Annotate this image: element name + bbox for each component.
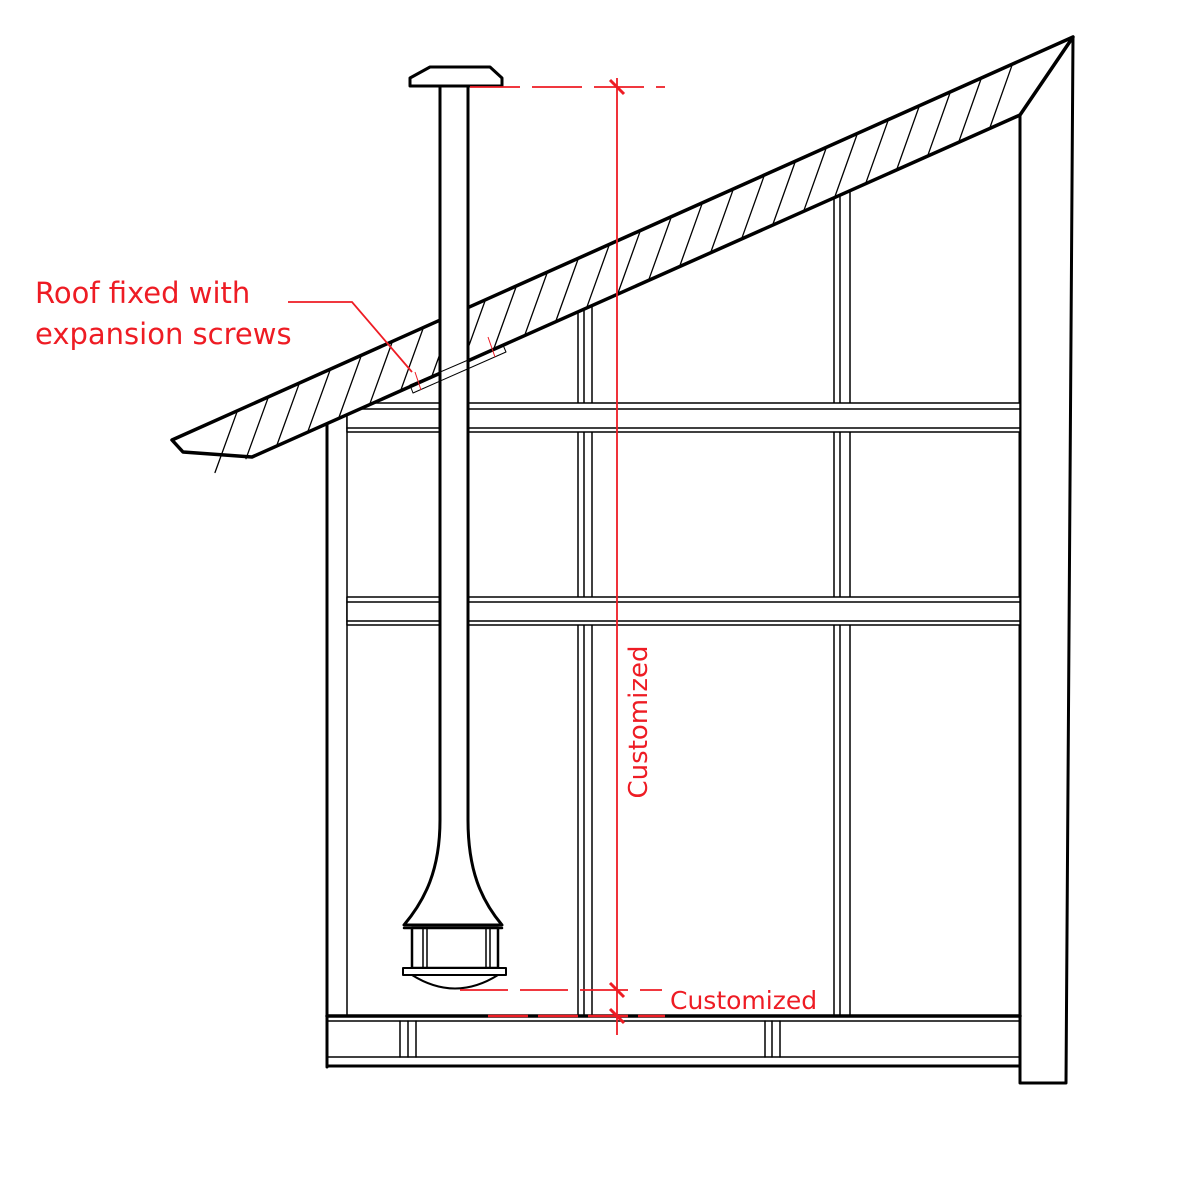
hatch-line bbox=[989, 64, 1013, 129]
hatch-line bbox=[586, 244, 610, 308]
hatch-line bbox=[276, 383, 300, 446]
hatch-line bbox=[400, 328, 424, 391]
hatch-line bbox=[958, 78, 982, 142]
hatch-line bbox=[772, 161, 796, 225]
hatch-line bbox=[710, 189, 734, 253]
floor bbox=[325, 1014, 1022, 1068]
hatch-line bbox=[834, 133, 858, 198]
roof bbox=[170, 35, 1075, 474]
hatch-line bbox=[338, 355, 362, 418]
hatch-line bbox=[927, 92, 951, 156]
height-dimension-label: Customized bbox=[624, 646, 654, 799]
hatch-line bbox=[648, 217, 672, 280]
hatch-line bbox=[617, 231, 641, 294]
hatch-line bbox=[245, 397, 269, 460]
hatch-line bbox=[679, 203, 703, 267]
hatch-line bbox=[803, 147, 827, 211]
clearance-dimension-label: Customized bbox=[670, 986, 817, 1015]
hatch-line bbox=[493, 286, 517, 349]
hatch-line bbox=[369, 341, 393, 405]
hatch-line bbox=[214, 411, 238, 474]
chimney-cap bbox=[408, 65, 504, 88]
hatch-line bbox=[865, 120, 889, 184]
annotations bbox=[288, 78, 665, 1035]
hatch-line bbox=[307, 369, 331, 432]
hatch-line bbox=[524, 272, 548, 336]
roof-bracket bbox=[409, 344, 507, 394]
hatch-line bbox=[555, 258, 579, 322]
hatch-line bbox=[896, 106, 920, 170]
chimney-pipe bbox=[402, 65, 504, 927]
right-wall bbox=[1018, 35, 1075, 1085]
roof-note-line1: Roof fixed with bbox=[35, 276, 250, 310]
hatch-line bbox=[741, 175, 765, 239]
roof-note-line2: expansion screws bbox=[35, 317, 292, 351]
roof-note-leader bbox=[288, 301, 413, 373]
hanging-fireplace bbox=[402, 926, 507, 990]
